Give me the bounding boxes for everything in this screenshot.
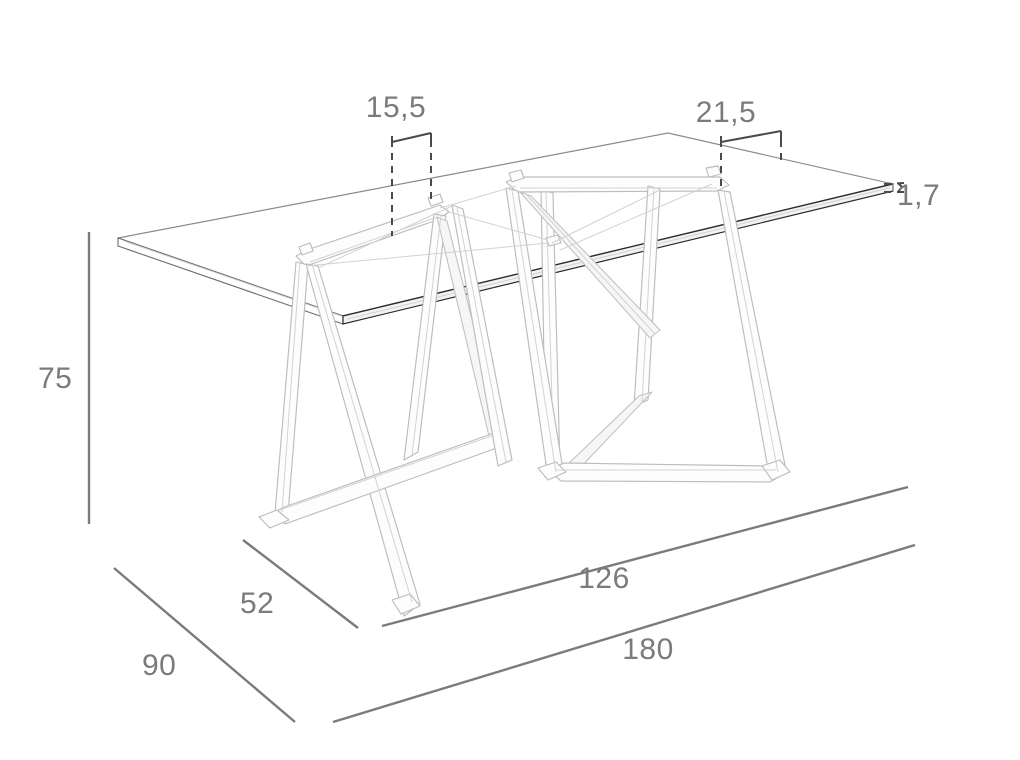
dimension-180-label: 180 xyxy=(622,633,674,666)
dimension-width-180: 180 xyxy=(332,543,916,724)
dimension-depth-90: 90 xyxy=(113,567,296,723)
left-trestle-inner-leg-line-c xyxy=(411,214,442,456)
dimension-126-label: 126 xyxy=(578,562,630,595)
right-trestle-peg-left xyxy=(508,169,525,183)
dimension-215-label: 21,5 xyxy=(696,96,756,129)
left-trestle-inner-stretcher-line xyxy=(279,432,501,511)
dimension-offset-215: 21,5 xyxy=(696,96,782,186)
right-trestle-left-foot xyxy=(537,461,567,481)
dimension-height-75: 75 xyxy=(38,232,91,524)
dimension-17-arrow xyxy=(897,182,904,193)
dimension-17-ext-top xyxy=(883,182,906,185)
dimension-90-line xyxy=(113,567,296,723)
right-trestle-diagonal-inner xyxy=(525,193,656,335)
dimension-height-label: 75 xyxy=(38,362,72,395)
ghost-line-b xyxy=(448,211,549,241)
left-trestle-inner-leg-line-b xyxy=(311,263,413,603)
glass-front-highlight xyxy=(346,187,890,320)
right-trestle-inner-leg-line-c xyxy=(641,187,655,403)
hidden-frame-ghost-lines xyxy=(305,183,713,269)
centre-brace-left-inner xyxy=(456,207,507,463)
dimension-155-bracket xyxy=(391,132,432,143)
left-trestle-inner-leg-line-a xyxy=(281,259,301,513)
ghost-line-e xyxy=(559,183,713,251)
dimension-52-line xyxy=(242,539,359,629)
dimension-215-bracket xyxy=(720,130,782,143)
left-trestle-peg-front xyxy=(298,242,314,256)
dimension-180-line xyxy=(332,543,916,724)
right-trestle-peg-right xyxy=(705,165,722,178)
ghost-line-f xyxy=(317,205,453,269)
left-trestle-bottom-apex xyxy=(391,593,421,615)
dimension-offset-155: 15,5 xyxy=(366,91,432,236)
dimension-17-label: 1,7 xyxy=(897,179,940,212)
right-trestle-lower-stretcher xyxy=(547,462,785,483)
ghost-line-d xyxy=(551,189,661,244)
ghost-line-a xyxy=(439,185,517,209)
dimension-126-line xyxy=(381,485,909,628)
right-trestle-top-beam xyxy=(505,176,730,193)
right-trestle-support xyxy=(505,165,791,483)
dimension-width-126: 126 xyxy=(381,485,909,628)
dimension-thickness-17: 1,7 xyxy=(883,179,940,212)
glass-top-surface xyxy=(118,133,893,316)
ghost-line-c xyxy=(305,242,549,267)
right-trestle-v-brace xyxy=(565,391,653,471)
right-trestle-inner-leg-line-b xyxy=(723,190,779,473)
left-trestle-support xyxy=(258,193,509,617)
dimension-155-label: 15,5 xyxy=(366,91,426,124)
dimension-depth-52: 52 xyxy=(240,539,359,629)
left-trestle-left-foot xyxy=(258,509,290,529)
dimension-90-label: 90 xyxy=(142,649,176,682)
glass-top-rear-edges xyxy=(117,132,894,239)
glass-table-top xyxy=(117,132,894,325)
dimension-52-label: 52 xyxy=(240,587,274,620)
left-trestle-rear-left-leg xyxy=(403,213,447,461)
right-trestle-inner-leg-line-a xyxy=(511,189,557,473)
left-trestle-inner-beam-line xyxy=(309,216,438,263)
